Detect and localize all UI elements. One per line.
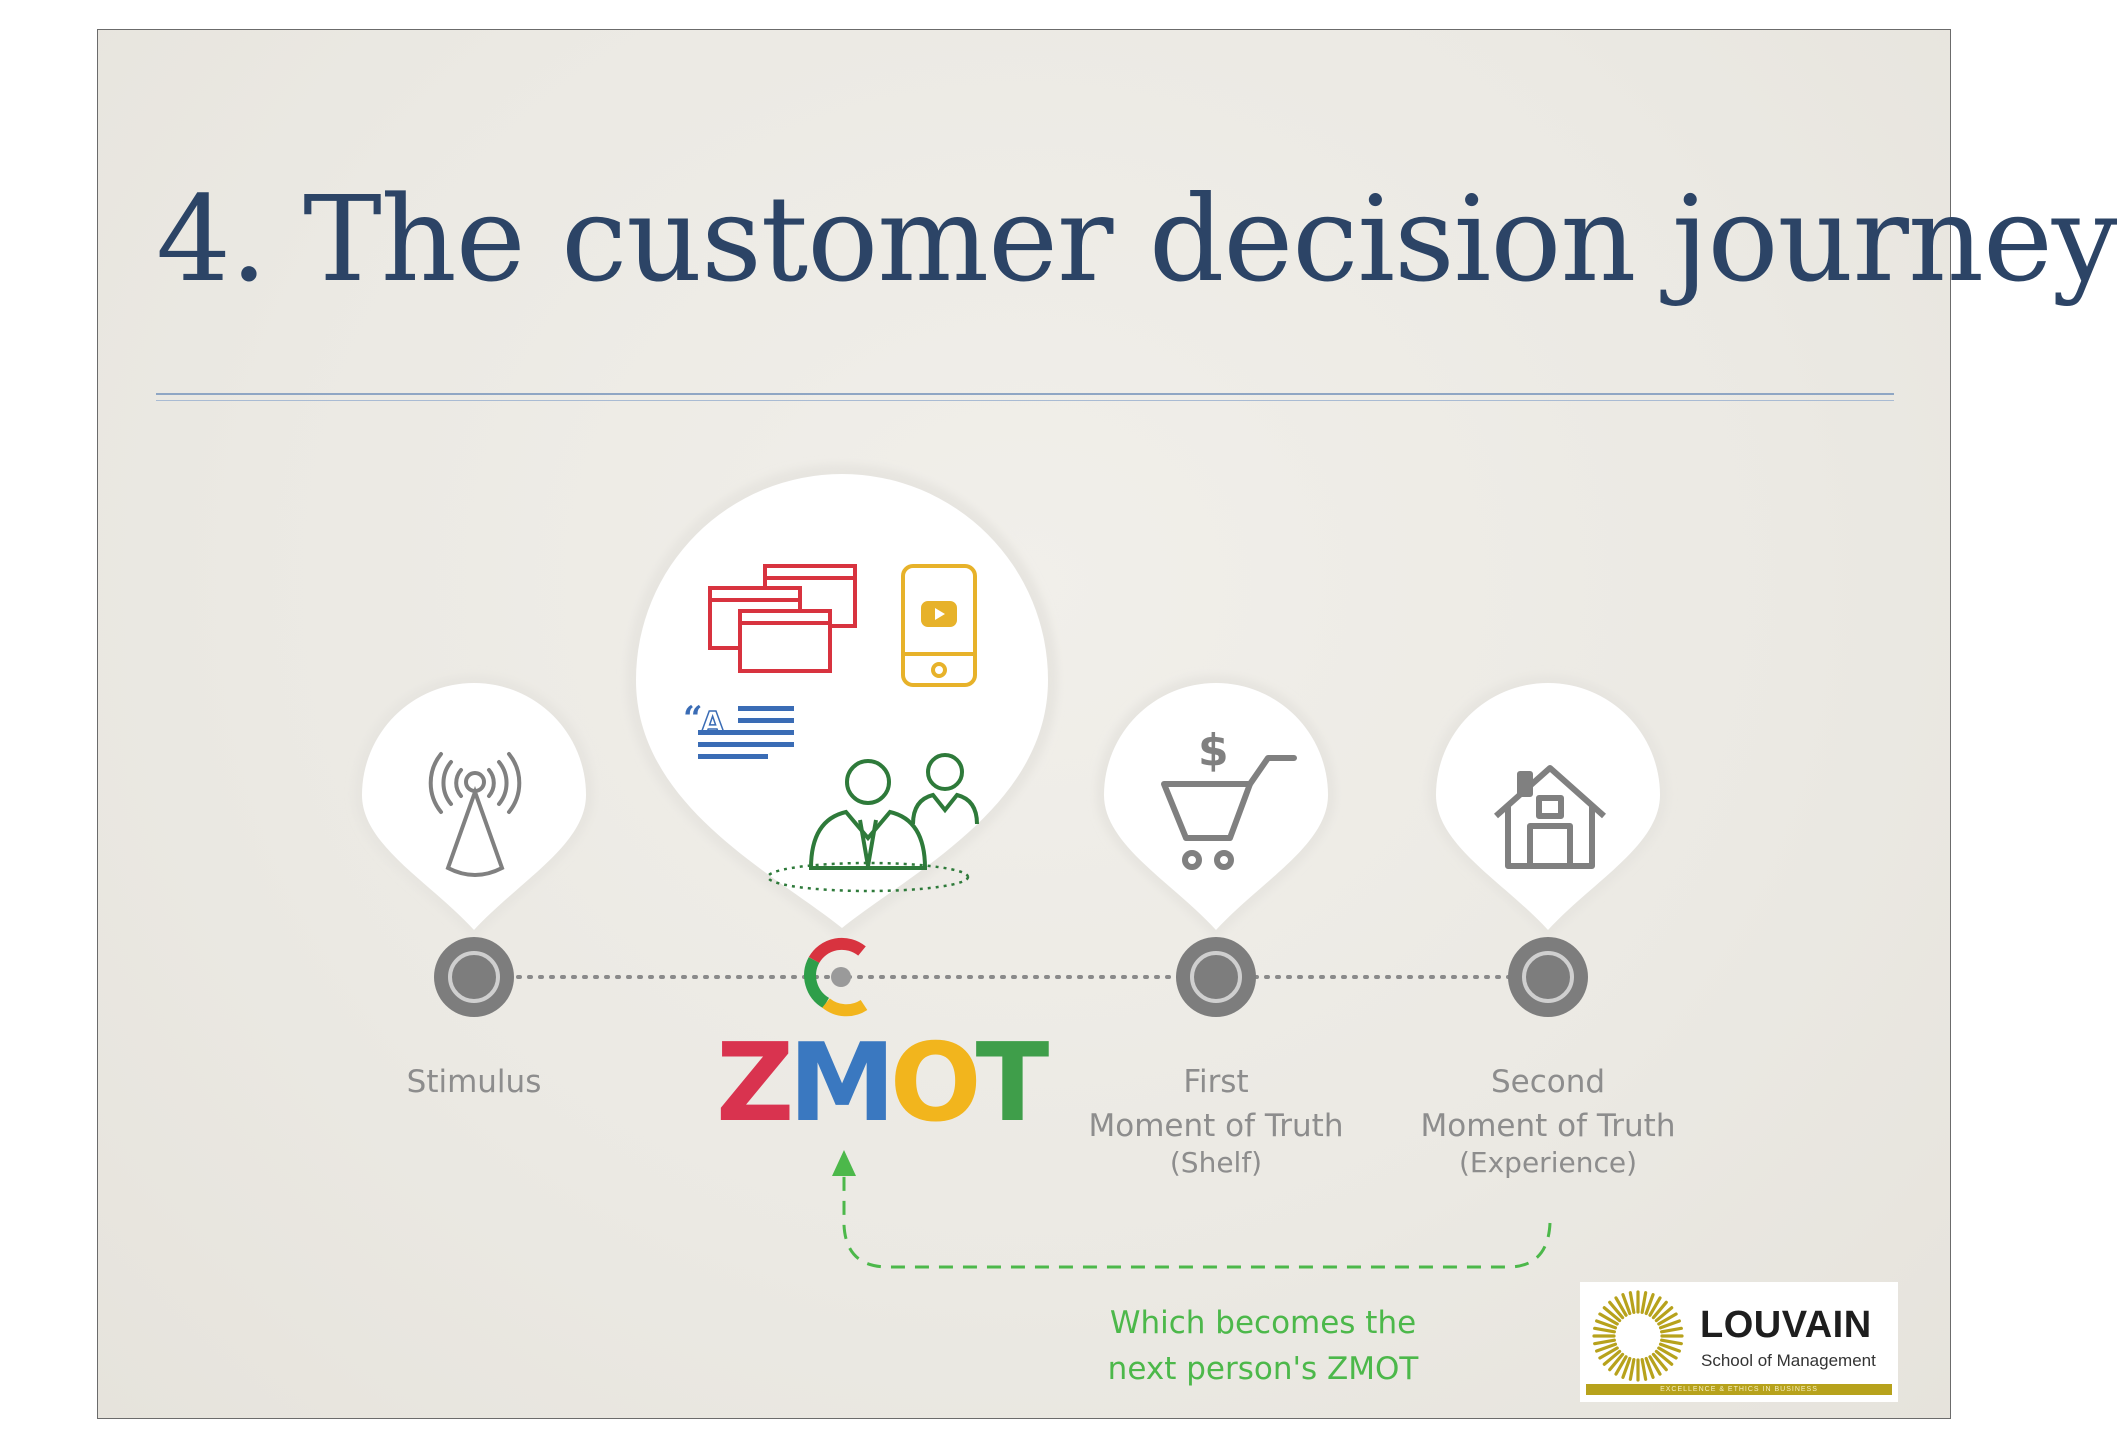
zmot-letter: T (975, 1021, 1050, 1146)
step-label-line: (Experience) (1459, 1146, 1637, 1179)
sunburst-ray (1644, 1293, 1655, 1316)
review-text-icon: “ A (683, 699, 794, 759)
svg-text:$: $ (1198, 725, 1229, 776)
step-label-line: Moment of Truth (1088, 1108, 1344, 1144)
zmot-letter: Z (716, 1021, 794, 1146)
sunburst-ray (1648, 1296, 1662, 1317)
pin-stimulus (354, 675, 594, 940)
sunburst-ray (1608, 1300, 1625, 1320)
node-stimulus (434, 937, 514, 1017)
sunburst-ray (1654, 1349, 1674, 1366)
feedback-loop-arrow (842, 1172, 1552, 1269)
zmot-letter: M (788, 1021, 896, 1146)
sunburst-ray (1614, 1355, 1628, 1376)
loop-note-line: Which becomes the (1109, 1305, 1417, 1341)
sunburst-ray (1602, 1306, 1622, 1323)
step-label-stimulus: Stimulus (384, 1060, 564, 1104)
browser-windows-icon (708, 564, 857, 673)
pin-second-moment (1428, 675, 1668, 940)
sunburst-ray (1651, 1300, 1668, 1320)
sunburst-ray (1660, 1326, 1683, 1334)
step-label-line: First (1183, 1064, 1249, 1100)
journey-diagram: “ A (354, 464, 1668, 1269)
sunburst-ray (1657, 1312, 1678, 1326)
sunburst-ray (1595, 1342, 1618, 1353)
slide-title: 4. The customer decision journey (156, 170, 2117, 308)
sunburst-ray (1657, 1346, 1678, 1360)
loop-note: Which becomes the next person's ZMOT (1053, 1300, 1473, 1392)
sunburst-ray (1644, 1356, 1655, 1379)
people-community-icon (766, 753, 979, 893)
logo-motto: EXCELLENCE & ETHICS IN BUSINESS (1586, 1384, 1892, 1395)
sunburst-ray (1621, 1356, 1632, 1379)
shopping-cart-icon: $ (1161, 725, 1297, 870)
sunburst-ray (1658, 1319, 1681, 1330)
sunburst-ray (1614, 1296, 1628, 1317)
step-label-line: (Shelf) (1169, 1146, 1263, 1179)
node-zmot-logo (804, 937, 868, 1017)
title-divider (156, 393, 1894, 395)
sunburst-ray (1640, 1358, 1648, 1381)
step-label-first-moment: First Moment of Truth (Shelf) (1056, 1060, 1376, 1178)
loop-note-line: next person's ZMOT (1107, 1351, 1419, 1387)
sunburst-emblem-icon (1592, 1290, 1684, 1382)
sunburst-ray (1640, 1291, 1648, 1314)
sunburst-ray (1593, 1338, 1616, 1346)
step-label-second-moment: Second Moment of Truth (Experience) (1388, 1060, 1708, 1178)
sunburst-ray (1602, 1349, 1622, 1366)
sunburst-ray (1628, 1358, 1636, 1381)
logo-school: School of Management (1701, 1351, 1876, 1370)
step-label-line: Stimulus (406, 1064, 542, 1100)
sunburst-ray (1658, 1342, 1681, 1353)
sunburst-ray (1648, 1355, 1662, 1376)
sunburst-ray (1608, 1352, 1625, 1372)
house-icon (1494, 765, 1606, 869)
slide: 4. The customer decision journey (97, 29, 2117, 1419)
logo-name: LOUVAIN (1700, 1304, 1872, 1346)
pin-first-moment (1096, 675, 1336, 940)
louvain-logo: LOUVAIN School of Management EXCELLENCE … (1580, 1282, 1898, 1402)
sunburst-ray (1651, 1352, 1668, 1372)
node-second-moment (1508, 937, 1588, 1017)
zmot-letter: O (889, 1021, 982, 1146)
sunburst-ray (1598, 1346, 1619, 1360)
sunburst-ray (1621, 1293, 1632, 1316)
title-divider-secondary (156, 400, 1894, 401)
sunburst-ray (1598, 1312, 1619, 1326)
svg-text:A: A (701, 706, 725, 741)
zmot-wordmark: ZMOT (716, 1021, 1050, 1146)
sunburst-ray (1660, 1338, 1683, 1346)
research-cluster-icon: “ A (683, 564, 979, 893)
feedback-loop-arrowhead (832, 1150, 856, 1176)
broadcast-antenna-icon (428, 752, 522, 877)
sunburst-ray (1595, 1319, 1618, 1330)
svg-text:“: “ (683, 699, 703, 739)
sunburst-ray (1593, 1326, 1616, 1334)
sunburst-ray (1628, 1291, 1636, 1314)
step-label-line: Moment of Truth (1420, 1108, 1676, 1144)
mobile-video-icon (901, 564, 977, 687)
sunburst-ray (1654, 1306, 1674, 1323)
node-first-moment (1176, 937, 1256, 1017)
step-label-line: Second (1490, 1064, 1606, 1100)
